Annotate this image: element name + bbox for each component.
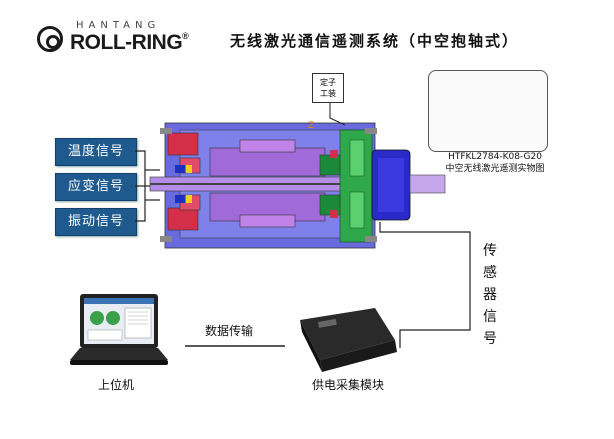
logo-brand: ROLL-RING® <box>70 31 189 55</box>
sensor-signal-char-3: 器 <box>483 287 497 303</box>
signal-box-temperature: 温度信号 <box>55 138 137 166</box>
sensor-signal-char-4: 信 <box>483 309 497 325</box>
logo-registered: ® <box>182 31 189 41</box>
signal-box-strain: 应变信号 <box>55 173 137 201</box>
host-computer-label: 上位机 <box>98 378 135 392</box>
logo-icon <box>37 26 63 52</box>
sensor-signal-label: 传 感 器 信 号 <box>480 240 500 350</box>
power-module-icon <box>300 308 397 372</box>
sensor-signal-char-5: 号 <box>483 331 497 347</box>
sensor-signal-line <box>379 222 471 348</box>
product-model: HTFKL2784-K08-G20 <box>448 152 542 162</box>
signal-box-vibration: 振动信号 <box>55 208 137 236</box>
sensor-signal-char-2: 感 <box>483 265 497 281</box>
stator-fixture-label: 定子 工装 <box>312 73 344 103</box>
laptop-icon <box>70 294 168 365</box>
stator-label-line-2: 工装 <box>320 89 336 98</box>
diagram-title: 无线激光通信遥测系统（中空抱轴式） <box>230 32 520 50</box>
power-module-label: 供电采集模块 <box>312 378 385 392</box>
svg-text:Z: Z <box>308 121 314 131</box>
sensor-signal-char-1: 传 <box>483 243 497 259</box>
data-transmission-label: 数据传输 <box>205 324 254 338</box>
product-photo-frame <box>428 70 548 152</box>
product-caption: HTFKL2784-K08-G20 中空无线激光遥测实物图 <box>425 151 565 175</box>
product-description: 中空无线激光遥测实物图 <box>445 164 545 174</box>
stator-label-line-1: 定子 <box>320 78 336 87</box>
stator-leader-line <box>329 103 346 126</box>
logo-brand-text: ROLL-RING <box>70 31 183 54</box>
logo-tagline: HANTANG <box>76 20 161 31</box>
rotor-cross-section: Z <box>149 121 446 249</box>
signal-bracket <box>135 150 160 222</box>
